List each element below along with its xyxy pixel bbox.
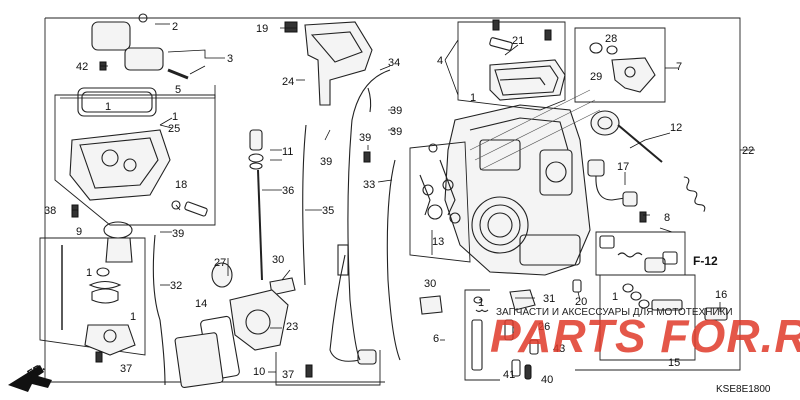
diagram-code: KSE8E1800 (716, 384, 771, 395)
part-number-20: 20 (575, 296, 587, 308)
part-number-42: 42 (76, 61, 88, 73)
part-number-43: 43 (553, 343, 565, 355)
shaft-12-spring (590, 110, 706, 212)
part-number-23: 23 (286, 321, 298, 333)
part-number-39d: 39 (359, 132, 371, 144)
part-number-13: 13 (432, 236, 444, 248)
part-number-27: 27 (214, 257, 226, 269)
part-number-29: 29 (590, 71, 602, 83)
part-number-40: 40 (541, 374, 553, 386)
part-number-callouts: 1 1 1 1 1 1 1 2 3 4 5 6 7 8 9 10 11 12 1… (44, 21, 754, 386)
left-sub-assembly (39, 221, 146, 363)
figure-reference: F-12 (693, 254, 718, 268)
part-number-37: 37 (120, 363, 132, 375)
part-number-39b: 39 (320, 156, 332, 168)
part-number-21: 21 (512, 35, 524, 47)
part-number-1g: 1 (612, 291, 618, 303)
part-number-5: 5 (175, 84, 181, 96)
part-number-15: 15 (668, 357, 680, 369)
part-number-24: 24 (282, 76, 294, 88)
link-mechanism-13 (409, 141, 471, 263)
part-number-39e: 39 (390, 126, 402, 138)
part-number-32: 32 (170, 280, 182, 292)
part-number-18: 18 (175, 179, 187, 191)
part-number-36: 36 (282, 185, 294, 197)
carburetor-body (444, 89, 601, 276)
part-number-9: 9 (76, 226, 82, 238)
part-number-38: 38 (44, 205, 56, 217)
part-number-3: 3 (227, 53, 233, 65)
part-number-2: 2 (172, 21, 178, 33)
part-number-37b: 37 (282, 369, 294, 381)
part-number-11: 11 (282, 146, 293, 158)
part-number-26: 26 (538, 321, 550, 333)
part-number-30: 30 (272, 254, 284, 266)
part-number-31: 31 (543, 293, 555, 305)
watermark-subtext: ЗАПЧАСТИ И АКСЕССУАРЫ ДЛЯ МОТОТЕХНИКИ (496, 307, 733, 318)
part-number-17: 17 (617, 161, 629, 173)
part-number-1b: 1 (172, 111, 178, 123)
hoses-33-34 (347, 69, 401, 361)
fitting-group-8 (595, 231, 686, 276)
part-number-30b: 30 (424, 278, 436, 290)
part-number-14: 14 (195, 298, 207, 310)
part-number-1f: 1 (478, 297, 484, 309)
part-number-41: 41 (503, 369, 515, 381)
sensor-17 (587, 159, 647, 223)
part-number-12: 12 (670, 122, 682, 134)
part-number-1e: 1 (470, 92, 476, 104)
float-chamber-group (54, 87, 216, 226)
part-number-39c: 39 (390, 105, 402, 117)
part-number-25: 25 (168, 123, 180, 135)
pilot-screw-group-15 (599, 274, 728, 361)
part-number-28: 28 (605, 33, 617, 45)
center-left-parts (174, 124, 307, 388)
part-number-7: 7 (676, 61, 682, 73)
part-number-39: 39 (172, 228, 184, 240)
jet-group-6 (419, 279, 582, 381)
part-number-4: 4 (437, 55, 443, 67)
top-cover-group-4 (457, 19, 566, 111)
part-number-1c: 1 (86, 267, 92, 279)
part-number-16: 16 (715, 289, 727, 301)
part-number-19: 19 (256, 23, 268, 35)
part-number-34: 34 (388, 57, 400, 69)
part-number-35: 35 (322, 205, 334, 217)
top-cover-parts (91, 13, 189, 80)
part-number-8: 8 (664, 212, 670, 224)
part-number-6: 6 (433, 333, 439, 345)
part-number-10: 10 (253, 366, 265, 378)
part-number-1: 1 (105, 101, 111, 113)
watermark: ЗАПЧАСТИ И АКСЕССУАРЫ ДЛЯ МОТОТЕХНИКИ PA… (490, 307, 800, 362)
part-number-22: 22 (742, 145, 754, 157)
leader-lines (60, 23, 721, 373)
watermark-text: PARTS FOR.RU (490, 310, 800, 362)
part-number-33: 33 (363, 179, 375, 191)
cable-10-group (275, 244, 381, 386)
throttle-cam-group-7 (574, 27, 666, 103)
hose-32 (152, 234, 166, 386)
bracket-24 (284, 21, 373, 106)
part-number-1d: 1 (130, 311, 136, 323)
